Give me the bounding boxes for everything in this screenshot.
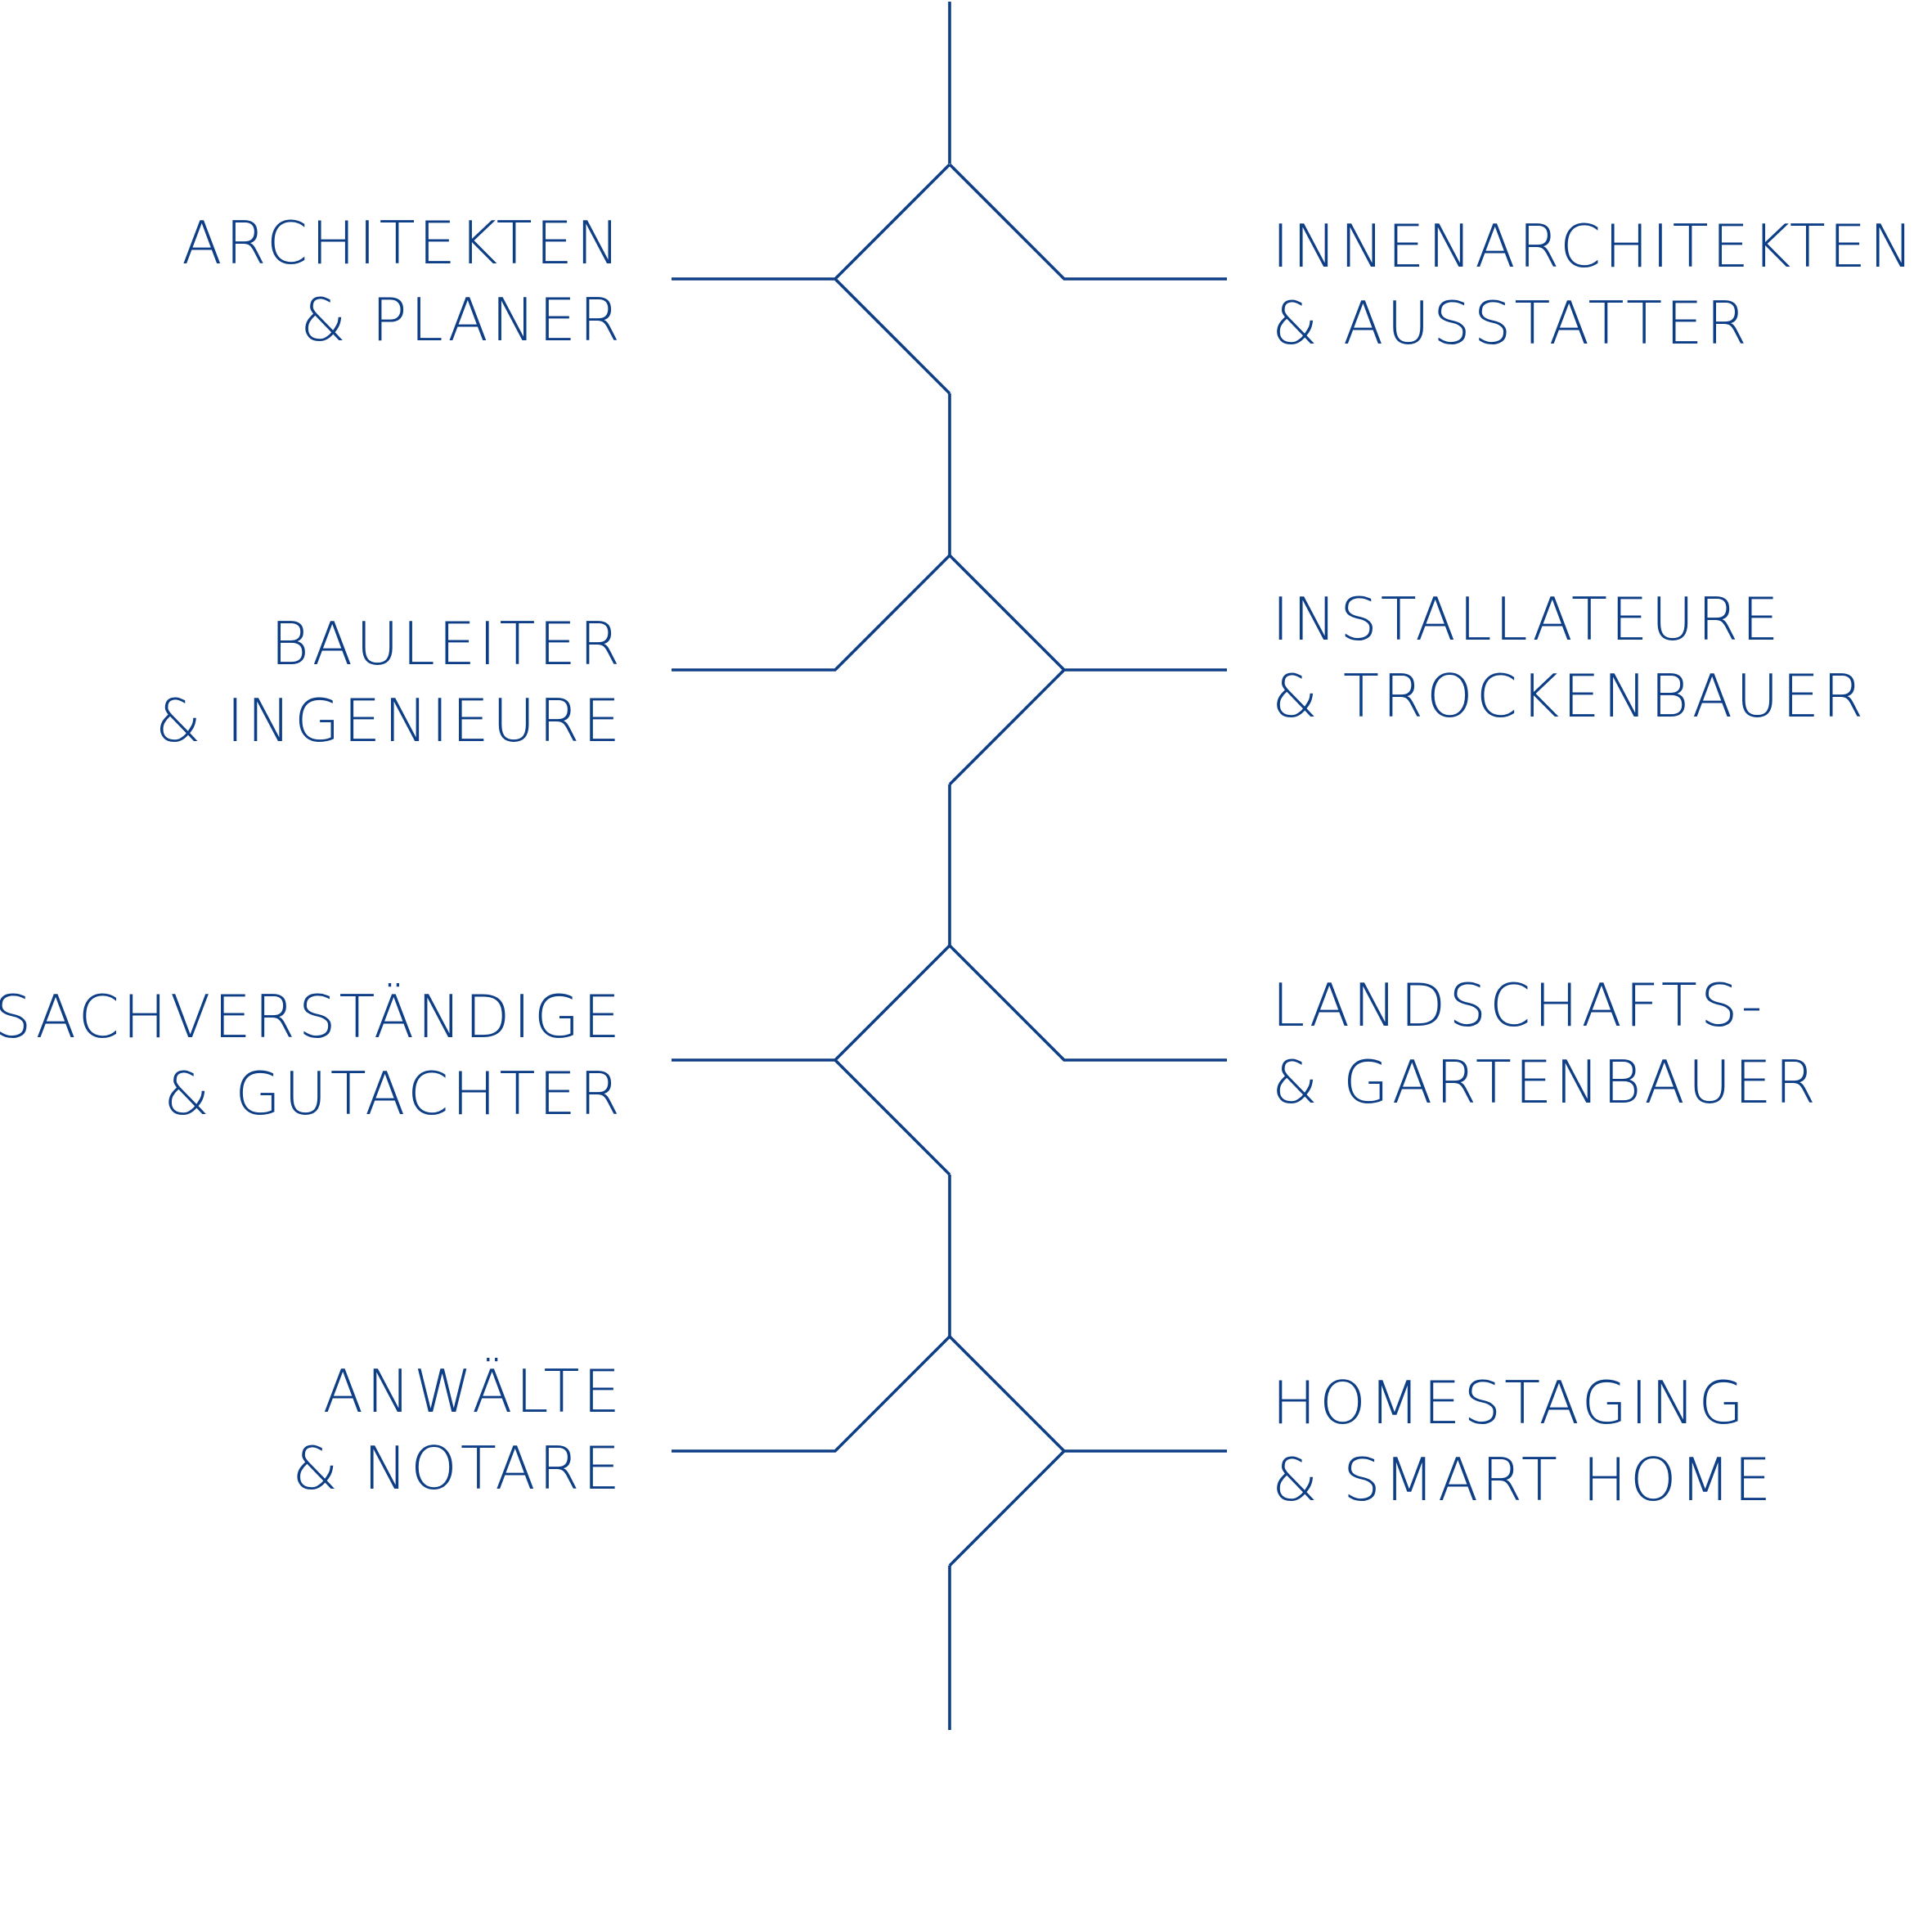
label-line-1: LANDSCHAFTS- [1272,971,1766,1040]
label-line-1: INNENARCHITEKTEN [1272,212,1917,281]
label-sachverstaendige-gutachter: SACHVERSTÄNDIGE & GUTACHTER [0,978,623,1132]
spine-diagonal [833,1058,951,1176]
label-anwaelte-notare: ANWÄLTE & NOTARE [292,1353,623,1507]
label-line-1: ARCHITEKTEN [182,209,623,277]
label-line-2: & INGENIEURE [155,686,623,755]
label-line-1: SACHVERSTÄNDIGE [0,982,623,1051]
label-homestaging-smart-home: HOMESTAGING & SMART HOME [1272,1364,1774,1518]
label-line-2: & TROCKENBAUER [1272,662,1867,730]
label-landschafts-gartenbauer: LANDSCHAFTS- & GARTENBAUER [1272,967,1819,1121]
branch-right-arm [948,1335,1227,1453]
label-line-1: INSTALLATEURE [1272,585,1782,654]
branch-left-arm [672,163,951,281]
branch-right-arm [948,163,1227,281]
label-innenarchitekten-ausstatter: INNENARCHITEKTEN & AUSSTATTER [1272,208,1916,362]
spine-diagonal [833,277,951,395]
label-line-2: & AUSSTATTER [1272,289,1750,357]
label-line-1: HOMESTAGING [1272,1368,1748,1437]
label-installateure-trockenbauer: INSTALLATEURE & TROCKENBAUER [1272,581,1867,735]
spine-diagonal [948,1449,1066,1567]
label-line-2: & PLANER [300,285,623,354]
label-line-2: & GUTACHTER [164,1059,623,1128]
label-bauleiter-ingenieure: BAULEITER & INGENIEURE [155,605,623,759]
branch-left-arm [672,944,951,1062]
label-line-2: & SMART HOME [1272,1445,1775,1514]
label-architekten-planer: ARCHITEKTEN & PLANER [182,204,623,358]
branch-left-arm [672,554,951,672]
label-line-1: BAULEITER [270,609,623,678]
branch-left-arm [672,1335,951,1453]
branch-right-arm [948,944,1227,1062]
label-line-1: ANWÄLTE [322,1357,623,1426]
branch-right-arm [948,554,1227,672]
spine-diagonal [948,668,1066,786]
label-line-2: & NOTARE [292,1434,623,1503]
label-line-2: & GARTENBAUER [1272,1048,1819,1117]
